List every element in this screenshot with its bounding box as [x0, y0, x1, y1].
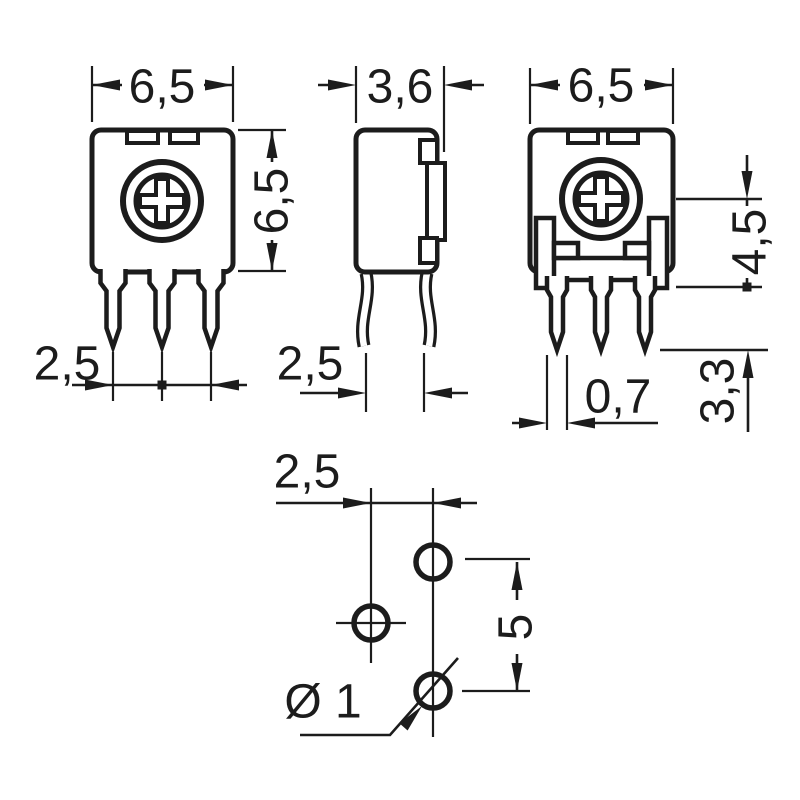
lead-core: [359, 272, 371, 347]
arrow-down-icon: [266, 243, 278, 271]
dimension-square-terminator: [742, 282, 752, 292]
hole-top: [413, 542, 453, 582]
dim-label-footprint-hole-diameter: Ø 1: [284, 675, 361, 728]
extension-lines: [462, 557, 530, 693]
dim-label-front-width: 6,5: [129, 60, 196, 113]
side-view: 3,6 2,5: [277, 60, 484, 412]
dim-footprint-pitch-y: 5: [462, 557, 542, 693]
extension-lines: [111, 352, 213, 401]
right-leg-tab: [622, 240, 652, 261]
label-backing: [495, 600, 539, 654]
dim-label-footprint-pitch-x: 2,5: [274, 445, 341, 498]
arrow-down-icon: [511, 663, 523, 691]
front-top-notch-right: [168, 129, 200, 145]
arrow-up-icon: [266, 130, 278, 158]
extension-lines: [90, 66, 235, 122]
arrow-up-icon: [742, 350, 754, 378]
front-pins: [98, 269, 226, 354]
hole-bottom: [413, 671, 453, 711]
arrow-right-icon: [645, 79, 673, 91]
dim-front-height: 6,5: [238, 128, 298, 273]
leader-line: [300, 657, 459, 737]
dim-label-rear-width: 6,5: [568, 59, 635, 112]
dim-label-side-depth: 3,6: [367, 60, 434, 113]
extension-lines: [545, 355, 569, 430]
arrow-right-icon: [343, 497, 371, 509]
arrow-left-icon: [444, 79, 472, 91]
rear-top-notch-right: [606, 129, 640, 145]
arrow-right-icon: [85, 379, 113, 391]
rear-top-notch-left: [566, 129, 600, 145]
arrow-left-icon: [433, 497, 461, 509]
pin: [196, 269, 226, 354]
side-tab-bottom: [418, 236, 439, 265]
footprint-view: 2,5 5 Ø 1: [274, 445, 542, 737]
pin: [632, 276, 658, 358]
extension-lines: [528, 68, 675, 124]
rear-adjust-screw: [559, 157, 643, 241]
arrow-right-icon: [205, 79, 233, 91]
rear-standoffs: [533, 215, 670, 291]
pin: [98, 269, 128, 354]
pin: [588, 276, 614, 358]
arrow-right-icon: [338, 387, 366, 399]
hole-middle: [351, 603, 391, 643]
dim-front-width: 6,5: [90, 60, 235, 122]
arrow-right-icon: [328, 79, 356, 91]
side-tab-top: [418, 138, 439, 165]
dim-rear-width: 6,5: [528, 59, 675, 124]
phillips-cross-icon: [577, 175, 625, 223]
arrow-down-icon: [741, 171, 753, 199]
arrow-up-icon: [511, 562, 523, 590]
arrow-left-icon: [567, 417, 595, 429]
dim-label-side-span: 2,5: [277, 337, 344, 390]
side-rotor-rail: [425, 161, 447, 242]
phillips-cross-icon: [138, 177, 186, 225]
dim-rear-center-height: 4,5: [676, 155, 776, 292]
extension-lines: [238, 128, 286, 273]
arrow-left-icon: [92, 79, 120, 91]
front-adjust-screw: [120, 159, 204, 243]
arrow-left-icon: [424, 387, 452, 399]
dim-label-rear-lead-length: 3,3: [691, 358, 744, 425]
dim-label-rear-center-height: 4,5: [723, 209, 776, 276]
arrow-left-icon: [211, 379, 239, 391]
dim-footprint-pitch-x: 2,5: [274, 445, 477, 509]
dim-side-lead-span: 2,5: [277, 337, 468, 412]
dim-side-depth: 3,6: [318, 60, 484, 152]
pin: [147, 269, 177, 354]
arrow-left-icon: [530, 79, 558, 91]
lead-core: [422, 272, 434, 347]
dim-label-front-pitch: 2,5: [34, 337, 101, 390]
arrow-right-icon: [519, 417, 547, 429]
pin: [544, 276, 570, 358]
dim-front-pin-pitch: 2,5: [34, 337, 247, 401]
extension-lines: [354, 66, 446, 152]
dim-label-front-height: 6,5: [245, 168, 298, 235]
extension-lines: [364, 353, 426, 412]
label-backing: [726, 206, 770, 278]
front-view: 6,5 6,5: [34, 60, 298, 401]
dim-footprint-hole-diameter: Ø 1: [284, 657, 459, 737]
dimension-square-terminator: [157, 380, 167, 390]
dim-rear-lead-width: 0,7: [512, 355, 658, 430]
dim-rear-lead-length: 3,3: [660, 348, 768, 432]
dim-label-rear-lead-width: 0,7: [585, 370, 652, 423]
rear-view: 6,5: [512, 59, 776, 432]
arrow-leader-icon: [399, 706, 422, 731]
left-leg-tab: [551, 240, 581, 261]
front-top-notch-left: [125, 129, 160, 145]
rear-pins: [544, 276, 658, 358]
dim-label-footprint-pitch-y: 5: [489, 614, 542, 641]
side-leads: [356, 271, 437, 348]
